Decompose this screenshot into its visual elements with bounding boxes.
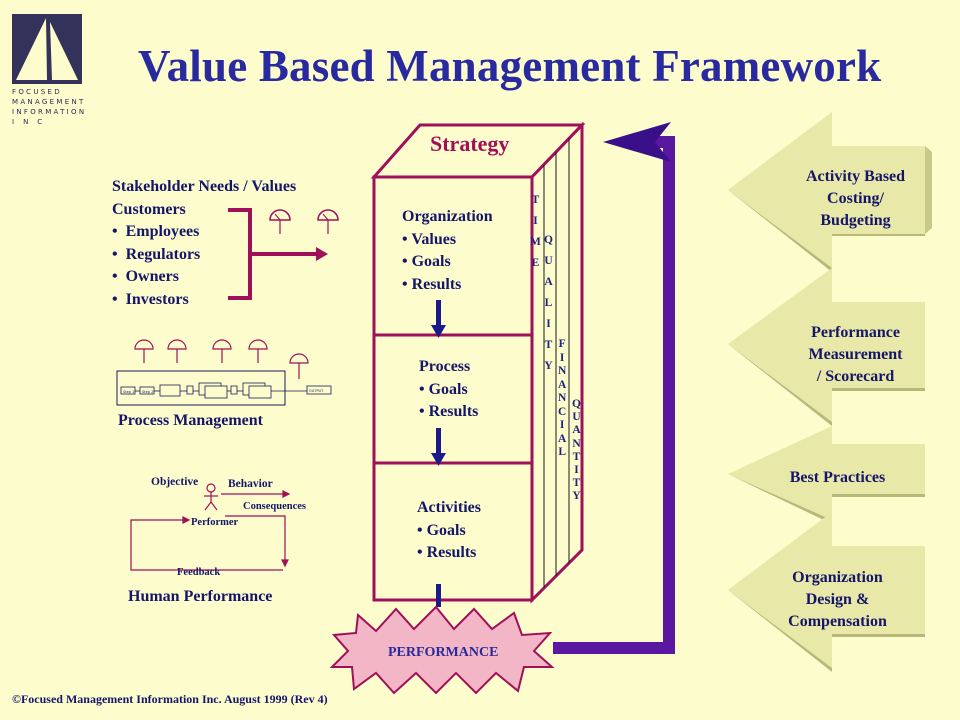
right-arrows: [728, 112, 932, 672]
performance-label: PERFORMANCE: [388, 645, 499, 660]
stakeholder-item: Owners: [112, 266, 296, 289]
vertical-letter: T: [572, 477, 581, 490]
organization-section: Organization • Values • Goals • Results: [402, 206, 493, 296]
vertical-letter: Q: [572, 398, 581, 410]
strategy-box: [370, 122, 586, 607]
vertical-letter: I: [533, 215, 538, 227]
vertical-letter: A: [544, 276, 553, 288]
gauge-icon: [317, 209, 339, 234]
arrow-performance-measurement: [728, 268, 925, 426]
arrow-label-line: Compensation: [788, 613, 887, 630]
feedback-label: Feedback: [177, 567, 221, 578]
human-performance-label: Human Performance: [128, 588, 273, 605]
arrow-label-best-practices: Best Practices: [760, 467, 915, 489]
stakeholder-list: Stakeholder Needs / Values Customers Emp…: [112, 176, 296, 311]
vertical-letter: A: [558, 378, 567, 391]
process-output-label: OUTPUT: [309, 389, 324, 393]
gauge-icon: [269, 209, 291, 234]
arrow-label-performance-measurement: Performance Measurement / Scorecard: [768, 322, 943, 388]
logo-line: INC: [12, 118, 52, 126]
activities-heading: Activities: [417, 499, 481, 516]
company-logo: [12, 14, 82, 84]
organization-item: • Results: [402, 275, 462, 293]
vertical-letter: F: [558, 338, 566, 350]
strategy-label: Strategy: [430, 131, 510, 156]
vertical-letter: L: [544, 297, 553, 309]
copyright-footer: ©Focused Management Information Inc. Aug…: [12, 692, 328, 706]
organization-heading: Organization: [402, 208, 493, 225]
vertical-letter: M: [530, 236, 541, 248]
vertical-letter: A: [558, 432, 567, 445]
vertical-letter: U: [544, 255, 553, 267]
vertical-letter: I: [574, 464, 579, 477]
arrow-label-line: Best Practices: [789, 469, 886, 486]
behavior-label: Behavior: [228, 478, 273, 490]
vertical-letter: T: [572, 450, 581, 463]
process-management-diagram: Step 1 Step 2 OUTPUT: [116, 339, 332, 406]
performance-burst: [329, 605, 555, 695]
arrow-label-activity-costing: Activity Based Costing/ Budgeting: [768, 166, 943, 232]
arrow-label-line: Design &: [805, 591, 870, 608]
process-management-label: Process Management: [118, 412, 263, 429]
activities-item: • Results: [417, 544, 477, 561]
process-item: • Results: [419, 403, 479, 420]
process-step-label: Step 2: [142, 390, 153, 394]
objective-label: Objective: [151, 476, 199, 488]
vertical-letter: Y: [544, 360, 553, 372]
arrow-label-line: Measurement: [808, 346, 903, 363]
stakeholder-heading: Stakeholder Needs / Values: [112, 178, 297, 195]
performer-label: Performer: [191, 517, 239, 528]
vertical-letter: U: [572, 411, 581, 424]
process-item: • Goals: [419, 380, 468, 398]
process-heading: Process: [419, 358, 471, 375]
arrow-label-line: Activity Based: [805, 168, 906, 185]
vertical-letter: N: [558, 365, 567, 377]
vertical-letter: N: [558, 392, 567, 404]
arrow-label-line: Budgeting: [820, 212, 891, 229]
organization-item: • Goals: [402, 253, 451, 270]
vertical-letter: T: [531, 194, 540, 206]
logo-text: FOCUSED MANAGEMENT INFORMATION INC: [12, 87, 87, 127]
vertical-letter: N: [572, 437, 581, 450]
vertical-letter: A: [572, 424, 581, 437]
human-performance-diagram: [130, 483, 291, 571]
stakeholder-group: Customers: [112, 200, 186, 218]
arrow-label-org-design: Organization Design & Compensation: [760, 567, 915, 633]
feedback-return-arrow: [553, 122, 675, 654]
organization-item: • Values: [402, 230, 457, 248]
logo-line: INFORMATION: [12, 108, 87, 116]
stakeholder-bracket: [228, 208, 339, 300]
consequences-label: Consequences: [243, 501, 307, 512]
vertical-letter: C: [558, 405, 567, 418]
vertical-letter: I: [559, 419, 565, 431]
stakeholder-item: Investors: [112, 289, 296, 312]
vertical-letter: E: [531, 257, 540, 269]
arrow-label-line: / Scorecard: [816, 368, 895, 385]
logo-line: MANAGEMENT: [12, 98, 86, 106]
vertical-letter: T: [544, 339, 553, 351]
arrow-org-design: [728, 512, 925, 672]
arrow-label-line: Costing/: [827, 190, 884, 207]
process-section: Process • Goals • Results: [419, 356, 478, 424]
arrow-label-line: Performance: [811, 324, 900, 341]
page-title: Value Based Management Framework: [138, 41, 882, 91]
vertical-letter: I: [559, 351, 565, 364]
vertical-letter: Q: [544, 234, 553, 246]
arrow-label-line: Organization: [792, 569, 883, 586]
activities-section: Activities • Goals • Results: [417, 497, 481, 565]
logo-line: FOCUSED: [12, 88, 62, 96]
stakeholder-item: Regulators: [112, 244, 296, 267]
activities-item: • Goals: [417, 521, 466, 539]
stakeholder-item: Employees: [112, 221, 296, 244]
vertical-letter: I: [546, 318, 551, 330]
arrow-best-practices: [728, 426, 925, 524]
arrow-activity-costing: [728, 112, 932, 272]
process-step-label: Step 1: [123, 390, 134, 394]
vertical-letter: Y: [572, 490, 581, 503]
vertical-letter: L: [558, 446, 566, 458]
